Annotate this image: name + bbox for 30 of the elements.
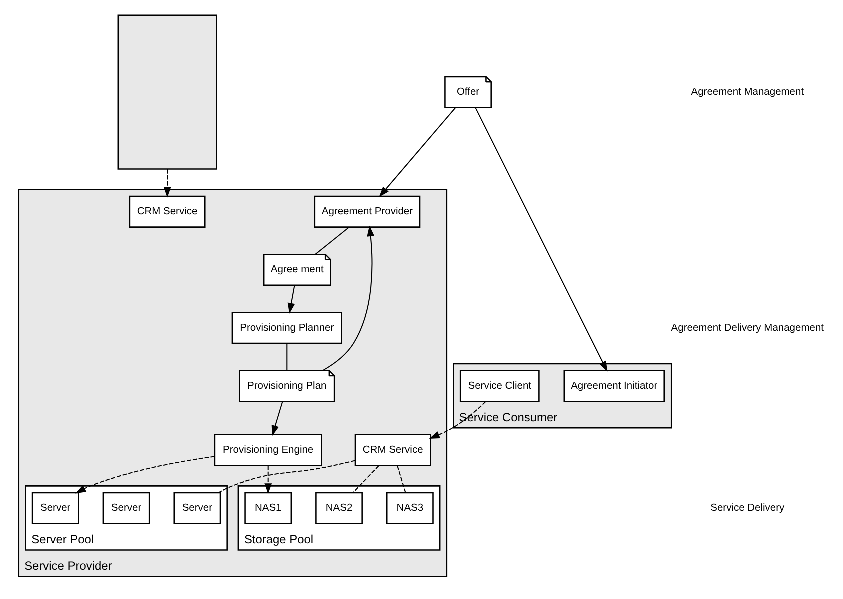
arrow (288, 286, 296, 314)
node-box: NAS2 (316, 492, 363, 524)
node-box: Server (174, 492, 222, 524)
label: Agreement Delivery Management (671, 322, 824, 334)
node-box: Server (102, 492, 150, 524)
label: Agreement Management (691, 86, 804, 98)
connector (218, 460, 356, 494)
label: Service Delivery (710, 503, 785, 514)
arrow (164, 170, 172, 198)
arrow (475, 108, 608, 372)
node-box: Agreement Provider (314, 196, 421, 228)
node-box: Server (32, 492, 80, 524)
node-box (118, 14, 218, 170)
node-box: CRM Service (129, 196, 206, 228)
arrow (264, 466, 272, 494)
node-box: Provisioning Engine (214, 434, 322, 466)
connector (315, 227, 350, 255)
node-box: NAS3 (386, 492, 434, 524)
node-box: CRM Service (354, 434, 432, 466)
node-box: NAS1 (244, 492, 292, 524)
arrow (272, 402, 284, 436)
connector (286, 344, 288, 370)
arrow (379, 108, 456, 198)
node-box: Agreement Initiator (564, 370, 665, 402)
connector (397, 466, 406, 493)
connector (353, 466, 380, 493)
node-box: Provisioning Planner (232, 312, 342, 344)
arrow (76, 456, 215, 494)
node-box: Service Client (460, 370, 540, 402)
arrow (429, 402, 486, 439)
